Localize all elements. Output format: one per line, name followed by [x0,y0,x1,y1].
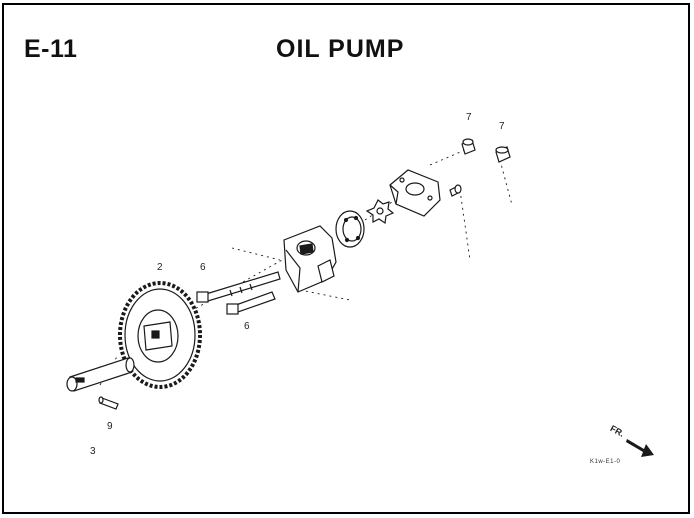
callout-9-pin: 9 [107,421,113,432]
collar-a [461,138,476,155]
diagram-code: K1w-E1-0 [590,459,621,465]
callout-3-shaft: 3 [90,446,96,457]
pump-shaft [66,357,135,392]
page-title: OIL PUMP [276,35,405,63]
callout-2-gear: 2 [157,262,163,273]
oil-pump-body [283,225,337,293]
oil-pump-gear [118,281,202,389]
outer-rotor [335,210,365,248]
diagram-frame [2,3,690,514]
cover-screw [449,184,462,197]
dowel-pin [98,396,119,410]
collar-b [495,146,511,163]
section-code: E-11 [24,35,78,63]
bolt-long-lower [226,291,276,315]
front-arrow-icon [626,439,654,457]
callout-6-bolt-lower: 6 [244,321,250,332]
callout-7-collar-a: 7 [466,112,472,123]
callout-7-collar-b: 7 [499,121,505,132]
bolt-long-upper [196,271,281,303]
inner-rotor [365,199,395,225]
oil-pump-cover [389,169,441,217]
callout-6-bolt-upper: 6 [200,262,206,273]
